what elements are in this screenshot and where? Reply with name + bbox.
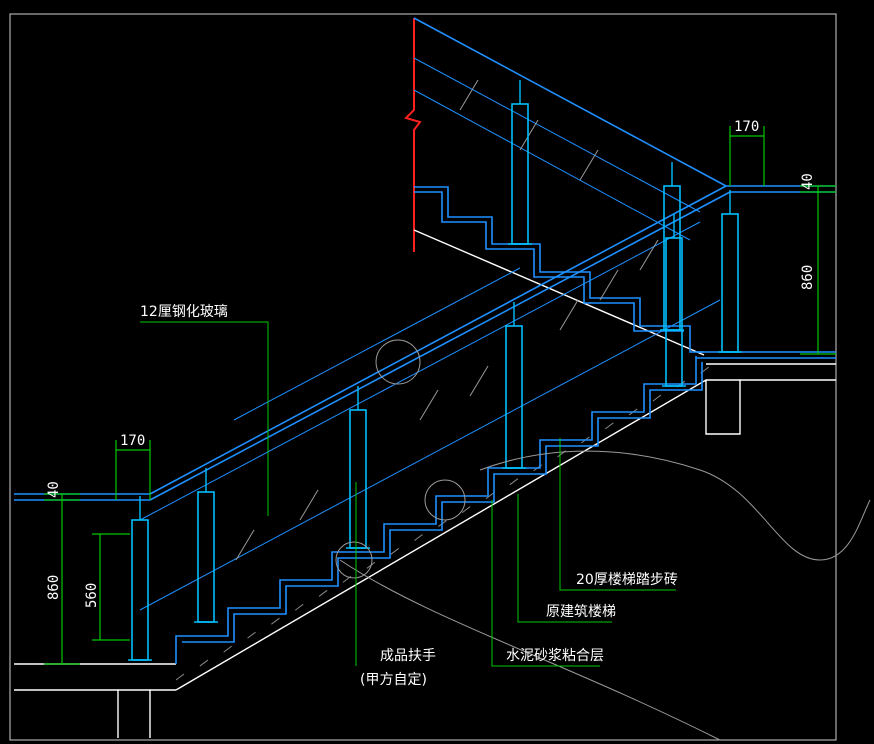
glass-tick xyxy=(235,529,255,561)
tile-label: 20厚楼梯踏步砖 xyxy=(576,572,678,588)
dim-560: 560 xyxy=(84,583,100,608)
dim-40-right: 40 xyxy=(800,173,816,190)
hatch-mark xyxy=(485,492,495,500)
glass-reflection-marks xyxy=(235,79,659,561)
mortar-label: 水泥砂浆粘合层 xyxy=(506,648,604,664)
hatch-mark xyxy=(199,659,209,667)
glass-tick xyxy=(459,79,479,111)
glass-tick xyxy=(599,269,619,301)
drawing-frame xyxy=(9,13,837,741)
hatch-mark xyxy=(509,478,519,486)
glass-tick xyxy=(519,119,539,151)
railing-post xyxy=(660,162,684,331)
railing-post xyxy=(718,190,742,353)
handrail-note: (甲方自定) xyxy=(360,672,427,688)
hatch-mark xyxy=(294,603,304,611)
hatch-mark xyxy=(414,534,423,541)
dim-170-left: 170 xyxy=(120,433,145,449)
dim-860-right: 860 xyxy=(800,265,816,290)
dim-40-left: 40 xyxy=(46,481,62,498)
post-body xyxy=(721,213,739,353)
slab-hatch xyxy=(175,366,710,681)
handrail-label: 成品扶手 xyxy=(380,648,436,664)
break-line xyxy=(404,18,422,252)
hatch-mark xyxy=(223,645,232,653)
glass-tick xyxy=(299,489,319,521)
post-body xyxy=(511,103,529,245)
post-body xyxy=(197,491,215,623)
hatch-mark xyxy=(247,631,256,639)
posts xyxy=(128,80,742,661)
hatch-mark xyxy=(461,506,471,513)
post-body xyxy=(349,409,367,549)
glass-panel xyxy=(139,57,721,611)
dim-170-top: 170 xyxy=(734,119,759,135)
railing-post xyxy=(128,496,152,661)
hatch-mark xyxy=(271,617,280,625)
post-body xyxy=(131,519,149,661)
hatch-mark xyxy=(652,394,662,402)
dimension-lines xyxy=(44,126,836,665)
glass-tick xyxy=(419,389,439,421)
post-body xyxy=(505,325,523,469)
step-line xyxy=(175,356,697,664)
glass-tick xyxy=(579,149,599,181)
stair-label: 原建筑楼梯 xyxy=(546,604,616,620)
hatch-mark xyxy=(318,589,328,597)
railing-post xyxy=(346,386,370,549)
railing-post xyxy=(194,468,218,623)
leader-lines xyxy=(140,321,676,667)
upper-steps xyxy=(414,186,704,353)
railing-post xyxy=(508,80,532,245)
construction-curves xyxy=(335,339,871,741)
glass-label: 12厘钢化玻璃 xyxy=(140,303,228,320)
hatch-mark xyxy=(175,673,185,681)
hatch-mark xyxy=(390,548,399,555)
railing-post xyxy=(662,214,686,387)
dim-860-left: 860 xyxy=(46,575,62,600)
step-line-inner xyxy=(182,362,703,643)
railing-post xyxy=(502,302,526,469)
hatch-mark xyxy=(604,422,614,430)
glass-tick xyxy=(559,299,579,331)
glass-tick xyxy=(469,365,489,397)
glass-tick xyxy=(639,239,659,271)
handrail xyxy=(14,17,836,501)
